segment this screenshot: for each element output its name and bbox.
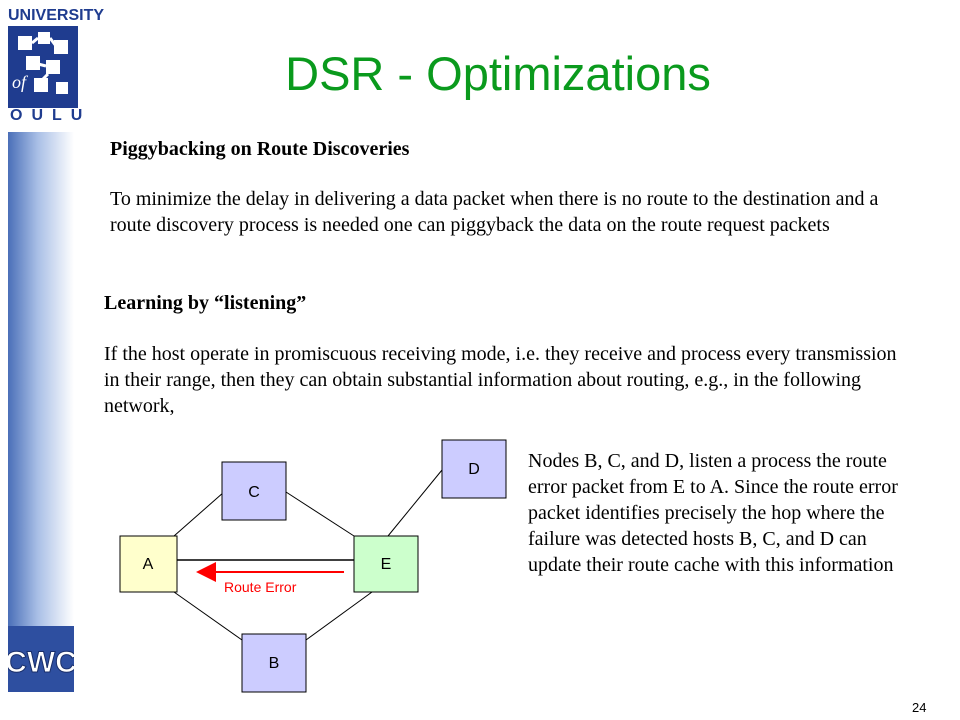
university-logo: UNIVERSITY of OULU	[8, 8, 104, 128]
node-e-label: E	[381, 556, 392, 573]
section-text-piggybacking: To minimize the delay in delivering a da…	[110, 188, 879, 236]
page-number: 24	[912, 700, 927, 715]
section-text-learning: If the host operate in promiscuous recei…	[104, 343, 897, 417]
node-a	[119, 535, 178, 593]
section-heading-learning: Learning by “listening”	[104, 292, 307, 314]
node-a-label: A	[143, 556, 154, 573]
oulu-logo-text: OULU	[10, 107, 92, 124]
cwc-logo: CWC	[8, 626, 74, 692]
edge-b-e	[305, 591, 373, 641]
node-b-label: B	[269, 655, 280, 672]
node-c-label: C	[248, 484, 260, 501]
edge-a-b	[173, 591, 243, 641]
cwc-logo-text: CWC	[8, 646, 74, 679]
slide-title: DSR - Optimizations	[285, 47, 711, 100]
node-d	[441, 439, 507, 499]
edge-e-d	[387, 469, 443, 537]
node-e	[353, 535, 419, 593]
diagram-caption: Nodes B, C, and D, listen a process the …	[528, 450, 898, 576]
node-c	[221, 461, 287, 521]
university-emblem-icon: of	[8, 26, 78, 108]
university-logo-of: of	[12, 72, 29, 92]
route-error-label: Route Error	[224, 579, 297, 595]
side-gradient-bar	[8, 132, 74, 692]
node-d-label: D	[468, 461, 480, 478]
edge-c-e	[285, 491, 355, 537]
node-b	[241, 633, 307, 693]
section-heading-piggybacking: Piggybacking on Route Discoveries	[110, 138, 410, 160]
edge-a-c	[173, 491, 225, 537]
